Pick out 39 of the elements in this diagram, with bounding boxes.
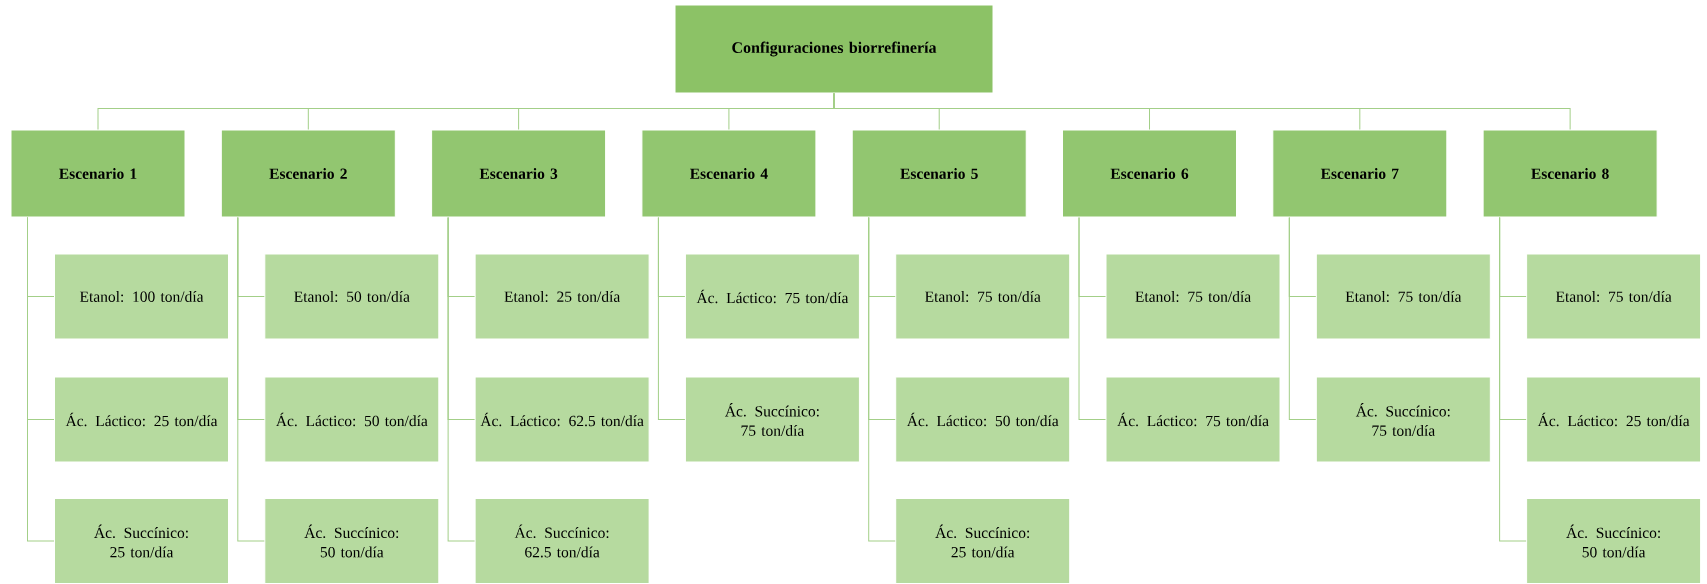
- connector-line: [1288, 217, 1317, 420]
- product-box: Ác. Láctico: 62.5 ton/día: [474, 376, 650, 463]
- product-box: Ác. Láctico: 50 ton/día: [895, 376, 1071, 463]
- product-box: Ác. Láctico: 25 ton/día: [54, 376, 229, 463]
- scenario-box: Escenario 7: [1272, 129, 1448, 218]
- product-box: Ác. Láctico: 50 ton/día: [264, 376, 440, 463]
- scenario-box: Escenario 6: [1062, 129, 1237, 218]
- product-box: Ác. Succínico: 50 ton/día: [264, 498, 440, 584]
- connector-line: [833, 93, 1571, 130]
- product-box: Etanol: 50 ton/día: [264, 253, 440, 340]
- product-box: Ác. Succínico: 25 ton/día: [895, 498, 1071, 584]
- product-box: Ác. Succínico: 25 ton/día: [54, 498, 229, 584]
- product-box: Etanol: 25 ton/día: [474, 253, 650, 340]
- scenario-box: Escenario 3: [431, 129, 607, 218]
- connector-line: [1078, 217, 1106, 420]
- product-box: Etanol: 75 ton/día: [1526, 253, 1702, 340]
- scenario-box: Escenario 5: [851, 129, 1027, 218]
- product-box: Ác. Succínico: 75 ton/día: [1315, 376, 1491, 463]
- product-box: Etanol: 75 ton/día: [895, 253, 1071, 340]
- product-box: Ác. Láctico: 75 ton/día: [684, 253, 860, 340]
- connector-line: [27, 217, 55, 542]
- connector-line: [1499, 217, 1527, 542]
- product-box: Etanol: 100 ton/día: [54, 253, 229, 340]
- scenario-box: Escenario 4: [641, 129, 817, 218]
- product-box: Ác. Láctico: 25 ton/día: [1526, 376, 1702, 463]
- product-box: Ác. Succínico: 50 ton/día: [1526, 498, 1702, 584]
- product-box: Etanol: 75 ton/día: [1105, 253, 1281, 340]
- product-box: Ác. Succínico: 62.5 ton/día: [474, 498, 650, 584]
- connector-line: [868, 217, 896, 542]
- product-box: Ác. Láctico: 75 ton/día: [1105, 376, 1281, 463]
- scenario-box: Escenario 1: [10, 129, 186, 218]
- scenario-box: Escenario 8: [1482, 129, 1658, 218]
- connector-line: [237, 217, 265, 542]
- connector-line: [657, 217, 686, 420]
- product-box: Ác. Succínico: 75 ton/día: [684, 376, 860, 463]
- title-box: Configuraciones biorrefinería: [674, 4, 994, 94]
- connector-line: [447, 217, 476, 542]
- scenario-box: Escenario 2: [220, 129, 396, 218]
- product-box: Etanol: 75 ton/día: [1315, 253, 1491, 340]
